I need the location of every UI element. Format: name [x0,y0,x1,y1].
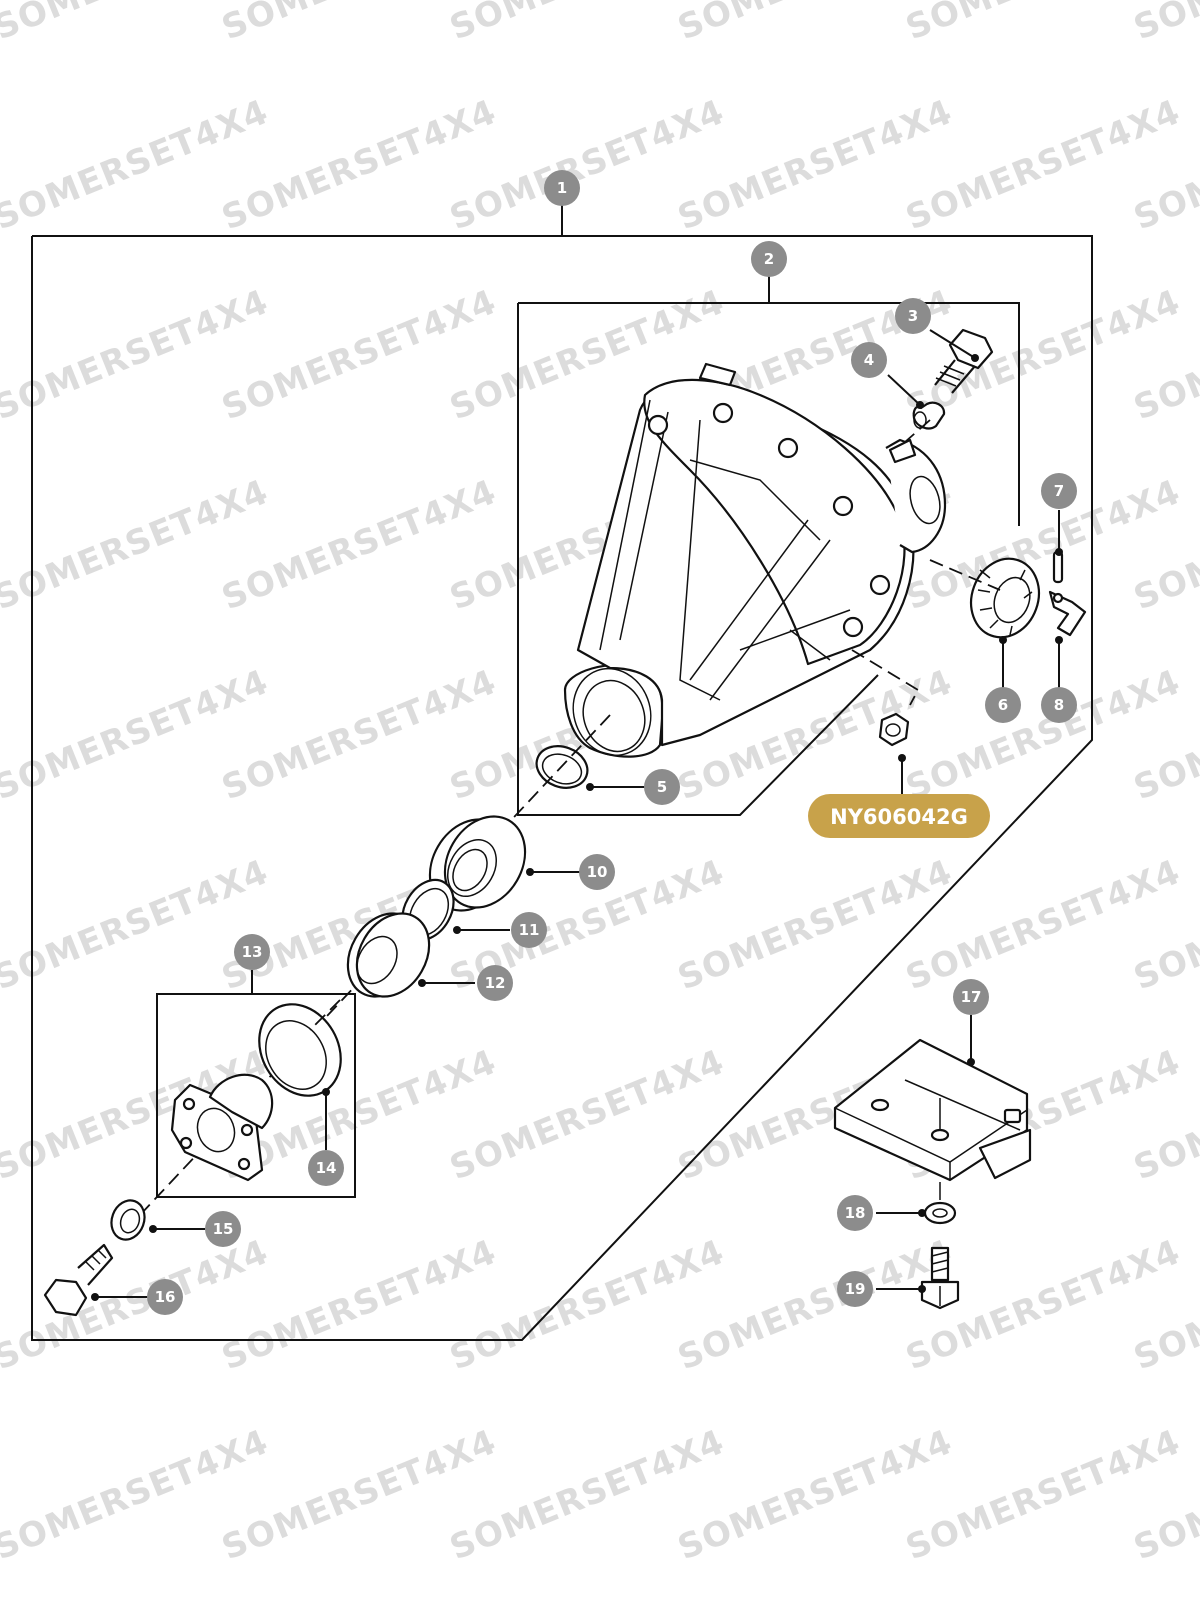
housing-boundary [517,275,1020,816]
callout-number: 5 [657,778,667,796]
callout-number: 12 [485,974,506,992]
callout-bubble [851,342,887,378]
callout-bubble [895,298,931,334]
flange-kit-boundary [156,970,356,1198]
callout-number: 4 [864,351,874,369]
callout-18[interactable]: 18 [837,1195,873,1231]
part-number-highlight[interactable]: NY606042G [808,794,990,838]
callout-number: 3 [908,307,918,325]
callout-bubble [837,1195,873,1231]
callout-bubble [511,912,547,948]
callout-number: 16 [155,1288,176,1306]
flange-bolt [43,1243,114,1317]
callout-8[interactable]: 8 [1041,687,1077,723]
nyloc-nut [878,712,910,747]
callout-number: 19 [845,1280,866,1298]
callout-bubble [579,854,615,890]
watermark-text: SOMERSET4X4 [1128,0,1200,48]
callout-bubble [544,170,580,206]
callout-number: 1 [557,179,567,197]
part-number-text: NY606042G [830,805,968,829]
callout-number: 18 [845,1204,866,1222]
mounting-bracket [833,1038,1032,1182]
lock-tab [1048,590,1087,637]
bracket-bolt [920,1246,960,1310]
callout-number: 17 [961,988,982,1006]
callout-5[interactable]: 5 [644,769,680,805]
callout-number: 11 [519,921,540,939]
callout-bubble [308,1150,344,1186]
callout-6[interactable]: 6 [985,687,1021,723]
lock-pin [1052,550,1064,584]
callout-number: 7 [1054,482,1064,500]
callout-number: 2 [764,250,774,268]
callout-number: 14 [316,1159,337,1177]
callout-2[interactable]: 2 [751,241,787,277]
callout-10[interactable]: 10 [579,854,615,890]
callout-bubble [751,241,787,277]
callout-14[interactable]: 14 [308,1150,344,1186]
callout-bubble [477,965,513,1001]
leader-lines [91,329,1063,1301]
callout-bubble [1041,687,1077,723]
callout-3[interactable]: 3 [895,298,931,334]
callout-bubble [953,979,989,1015]
callout-bubble [644,769,680,805]
callout-bubble [985,687,1021,723]
callout-17[interactable]: 17 [953,979,989,1015]
callout-13[interactable]: 13 [234,934,270,970]
callout-19[interactable]: 19 [837,1271,873,1307]
callout-number: 13 [242,943,263,961]
callout-bubble [837,1271,873,1307]
callout-11[interactable]: 11 [511,912,547,948]
flange-washer [110,1199,146,1241]
pinion-seal [346,912,431,998]
adjuster-ring [970,557,1040,639]
callout-bubble [1041,473,1077,509]
assembly-boundary [31,205,1093,1341]
callout-number: 6 [998,696,1008,714]
callout-1[interactable]: 1 [544,170,580,206]
bracket-washer [923,1201,957,1225]
callout-4[interactable]: 4 [851,342,887,378]
callout-15[interactable]: 15 [205,1211,241,1247]
callout-16[interactable]: 16 [147,1279,183,1315]
drive-flange [170,1073,274,1182]
differential-housing [563,362,947,758]
callout-bubble [147,1279,183,1315]
callout-bubble [205,1211,241,1247]
callout-number: 10 [587,863,608,881]
callout-number: 15 [213,1220,234,1238]
callout-12[interactable]: 12 [477,965,513,1001]
housing-bolt [934,328,994,394]
callout-bubble [234,934,270,970]
callout-number: 8 [1054,696,1064,714]
callout-7[interactable]: 7 [1041,473,1077,509]
